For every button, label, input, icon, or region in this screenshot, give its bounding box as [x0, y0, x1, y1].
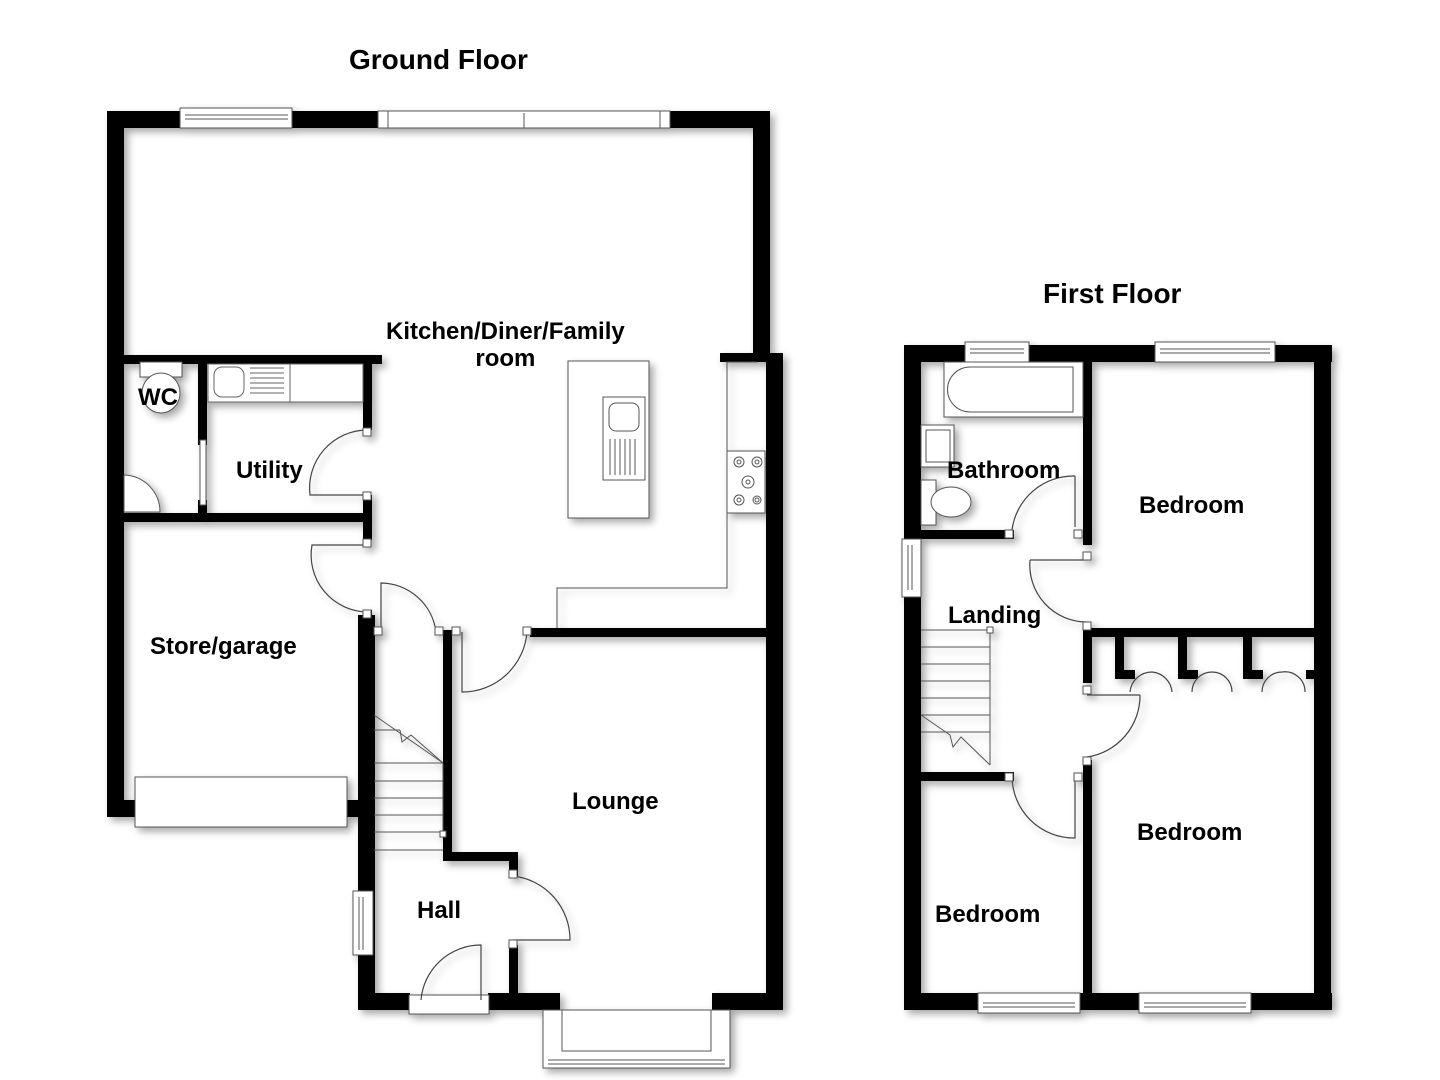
ground-walls — [107, 111, 783, 1010]
utility-units — [207, 363, 364, 403]
first-door-swings — [1011, 475, 1306, 839]
kitchen-island — [567, 360, 650, 519]
store-door-swing — [310, 544, 368, 613]
front-door-swing — [420, 944, 482, 1001]
room-label-bedroom-front-small: Bedroom — [935, 901, 1041, 928]
ground-stairs — [373, 714, 447, 851]
bathroom-fittings — [920, 361, 1084, 526]
lounge-bay-window — [542, 1009, 731, 1069]
stairs-door-swing — [380, 582, 437, 633]
room-label-lounge: Lounge — [572, 788, 659, 815]
first-stairs — [920, 626, 994, 766]
room-label-kitchen-line2: room — [475, 345, 536, 372]
first-floor-plan — [901, 341, 1332, 1014]
room-label-kitchen-line1: Kitchen/Diner/Family — [386, 318, 625, 345]
first-floor-title: First Floor — [1043, 278, 1182, 309]
garage-door — [134, 776, 348, 828]
room-label-bedroom-rear: Bedroom — [1139, 492, 1245, 519]
first-door-posts — [1004, 529, 1092, 782]
ground-floor-plan — [107, 107, 783, 1069]
room-label-kitchen: Kitchen/Diner/Family room — [386, 318, 625, 372]
utility-door-swing — [308, 429, 368, 496]
room-label-hall: Hall — [417, 897, 462, 924]
room-label-landing: Landing — [948, 602, 1042, 629]
first-windows — [901, 341, 1276, 1014]
room-label-store-garage: Store/garage — [150, 633, 297, 660]
wc-door — [199, 439, 207, 506]
hall-side-window — [352, 890, 374, 956]
room-label-utility: Utility — [236, 457, 303, 484]
room-label-wc: WC — [138, 384, 178, 411]
front-door-frame — [408, 994, 490, 1015]
door-posts — [362, 427, 532, 949]
kitchen-worktop — [556, 361, 766, 628]
room-label-bathroom: Bathroom — [947, 457, 1061, 484]
ground-rear-windows — [179, 107, 671, 129]
ground-floor-title: Ground Floor — [349, 44, 528, 75]
kitchen-lounge-door-swing — [461, 631, 528, 693]
wc-fittings — [123, 361, 183, 513]
room-label-bedroom-front-large: Bedroom — [1137, 819, 1243, 846]
hall-lounge-door-swing — [512, 875, 571, 941]
